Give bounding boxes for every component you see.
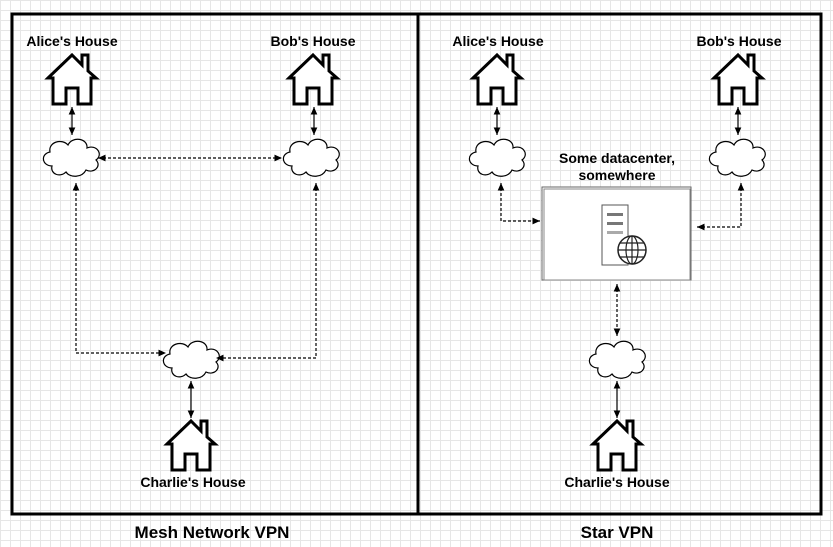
cloud-icon	[162, 340, 220, 379]
cloud-icon	[708, 138, 766, 177]
mesh-title: Mesh Network VPN	[135, 523, 290, 542]
cloud-icon	[468, 138, 526, 177]
star-bob-label: Bob's House	[696, 33, 781, 49]
datacenter-label-line2: somewhere	[578, 167, 655, 183]
link-alice-charlie	[72, 183, 166, 357]
link-alice-datacenter	[497, 183, 540, 225]
mesh-alice-label: Alice's House	[26, 33, 117, 49]
house-icon	[287, 53, 339, 106]
star-charlie-label: Charlie's House	[564, 474, 669, 490]
datacenter-label-line1: Some datacenter,	[559, 150, 675, 166]
mesh-charlie-label: Charlie's House	[140, 474, 245, 490]
house-icon	[471, 53, 523, 106]
mesh-bob-label: Bob's House	[270, 33, 355, 49]
star-panel	[416, 12, 823, 516]
link-bob-charlie	[216, 183, 320, 362]
link-bob-datacenter	[697, 183, 745, 231]
house-icon	[165, 419, 217, 472]
globe-icon	[617, 235, 647, 265]
cloud-icon	[282, 138, 340, 177]
house-icon	[712, 53, 764, 106]
cloud-icon	[588, 340, 646, 379]
house-icon	[591, 419, 643, 472]
star-alice-label: Alice's House	[452, 33, 543, 49]
cloud-icon	[42, 138, 100, 177]
star-title: Star VPN	[581, 523, 654, 542]
house-icon	[46, 53, 98, 106]
